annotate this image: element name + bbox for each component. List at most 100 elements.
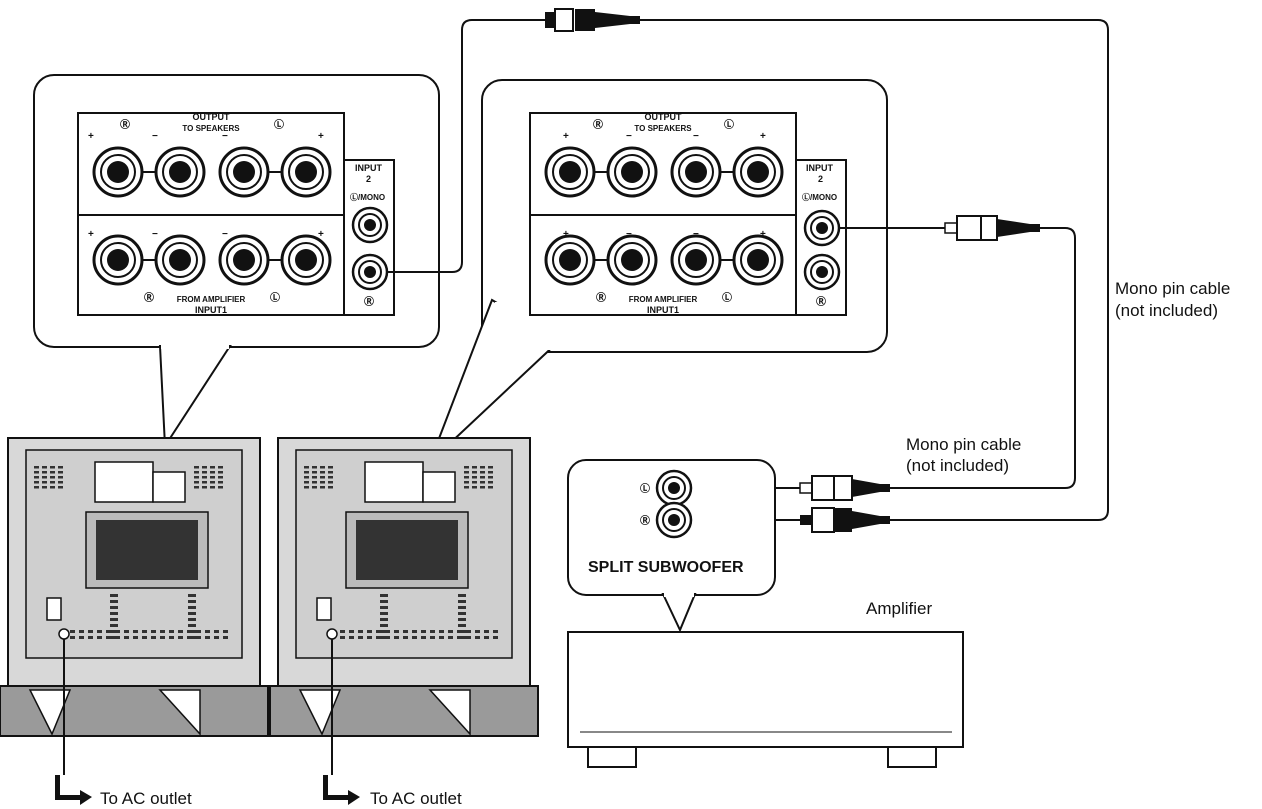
vent-slit	[223, 630, 228, 633]
amplifier: Amplifier	[567, 599, 964, 768]
vent-slit	[218, 486, 223, 489]
cables	[387, 19, 1109, 521]
split-sub-r-jack	[655, 501, 693, 539]
vent-slit	[115, 630, 120, 633]
r-label: Ⓡ	[144, 291, 154, 304]
speaker-terminal	[280, 146, 332, 198]
vent-slit	[34, 476, 39, 479]
vent-slit	[312, 476, 317, 479]
vent-slit	[403, 636, 408, 639]
split-subwoofer-callout: Ⓛ Ⓡ SPLIT SUBWOOFER	[567, 459, 776, 633]
vent-slit	[151, 630, 156, 633]
input1-label: INPUT1	[195, 305, 227, 315]
vent-slit	[472, 481, 477, 484]
speaker-terminal	[606, 146, 658, 198]
speaker-terminal	[218, 146, 270, 198]
vent-slit	[218, 471, 223, 474]
minus-label: −	[222, 131, 228, 142]
vent-slit	[488, 476, 493, 479]
l-mono-label: Ⓛ/MONO	[802, 192, 837, 202]
mono-pin-cable-label-1: Mono pin cable	[1115, 279, 1230, 298]
vent-slit	[380, 594, 388, 597]
vent-slit	[458, 594, 466, 597]
vent-slit	[488, 471, 493, 474]
vent-slit	[380, 612, 388, 615]
vent-slit	[304, 486, 309, 489]
vent-slit	[160, 636, 165, 639]
vent-slit	[304, 471, 309, 474]
vent-slit	[110, 612, 118, 615]
output-label: OUTPUT	[645, 112, 683, 122]
vent-slit	[304, 466, 309, 469]
vent-slit	[488, 486, 493, 489]
vent-slit	[394, 636, 399, 639]
vent-slit	[439, 636, 444, 639]
vent-slit	[42, 471, 47, 474]
left-callout-panel: OUTPUT TO SPEAKERS Ⓡ Ⓛ + − − + + − − + Ⓡ…	[33, 74, 440, 450]
vent-slit	[187, 636, 192, 639]
r-label: Ⓡ	[120, 118, 130, 131]
vent-slit	[110, 600, 118, 603]
to-speakers-label: TO SPEAKERS	[182, 124, 240, 133]
vent-slit	[385, 630, 390, 633]
vent-slit	[218, 466, 223, 469]
vent-slit	[458, 618, 466, 621]
r-label: Ⓡ	[596, 291, 606, 304]
vent-slit	[88, 630, 93, 633]
vent-slit	[458, 612, 466, 615]
vent-slit	[188, 612, 196, 615]
vent-slit	[380, 618, 388, 621]
vent-slit	[466, 636, 471, 639]
plus-label: +	[563, 229, 569, 240]
vent-slit	[106, 630, 111, 633]
input2-number: 2	[366, 174, 371, 184]
minus-label: −	[152, 131, 158, 142]
not-included-label-2: (not included)	[906, 456, 1009, 475]
output-label: OUTPUT	[193, 112, 231, 122]
vent-slit	[196, 630, 201, 633]
vent-slit	[430, 636, 435, 639]
speaker-terminal	[606, 234, 658, 286]
vent-slit	[110, 630, 118, 633]
vent-slit	[340, 636, 345, 639]
vent-slit	[464, 486, 469, 489]
input2-r-jack	[803, 253, 841, 291]
vent-slit	[380, 630, 388, 633]
vent-slit	[202, 481, 207, 484]
vent-slit	[457, 636, 462, 639]
input2-label: INPUT	[806, 163, 834, 173]
vent-slit	[328, 476, 333, 479]
vent-slit	[358, 630, 363, 633]
vent-slit	[42, 476, 47, 479]
minus-label: −	[222, 229, 228, 240]
l-label: Ⓛ	[724, 118, 734, 131]
plus-label: +	[88, 229, 94, 240]
not-included-label-1: (not included)	[1115, 301, 1218, 320]
plus-label: +	[563, 131, 569, 142]
vent-slit	[196, 636, 201, 639]
vent-slit	[169, 636, 174, 639]
from-amplifier-label: FROM AMPLIFIER	[177, 295, 246, 304]
speaker-terminal	[544, 234, 596, 286]
vent-slit	[202, 471, 207, 474]
vent-slit	[133, 636, 138, 639]
vent-slit	[320, 486, 325, 489]
vent-slit	[472, 486, 477, 489]
vent-slit	[110, 618, 118, 621]
vent-slit	[50, 481, 55, 484]
vent-slit	[202, 476, 207, 479]
vent-slit	[320, 481, 325, 484]
vent-slit	[367, 636, 372, 639]
ac-outlet-arrow-right	[323, 775, 360, 805]
vent-slit	[188, 624, 196, 627]
vent-slit	[367, 630, 372, 633]
vent-slit	[79, 636, 84, 639]
speaker-terminal	[732, 234, 784, 286]
vent-slit	[439, 630, 444, 633]
vent-slit	[349, 630, 354, 633]
vent-slit	[194, 471, 199, 474]
vent-slit	[458, 606, 466, 609]
vent-slit	[312, 481, 317, 484]
subwoofer-left	[0, 437, 269, 775]
